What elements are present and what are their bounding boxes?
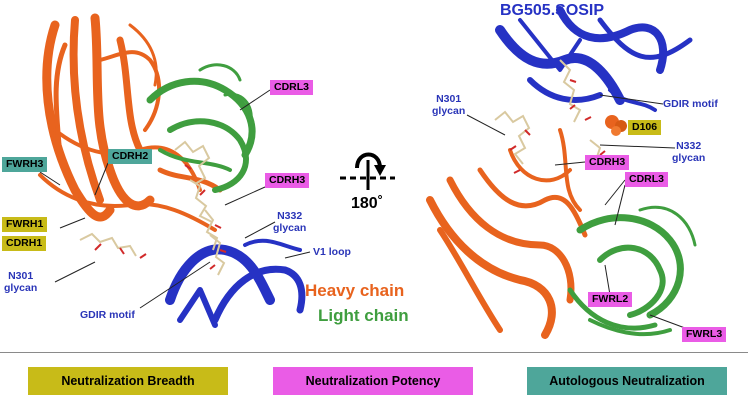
light-chain-label: Light chain [318,306,409,325]
left-light-chain-ribbon [146,63,256,193]
rotation-icon [340,152,395,190]
left-cdrl3-label: CDRL3 [270,80,314,95]
right-light-chain-ribbon [567,205,697,337]
legend-potency: Neutralization Potency [273,367,473,395]
right-cdrl3-label: CDRL3 [625,172,669,187]
left-cdrh2-label: CDRH2 [108,149,153,164]
left-cdrh3-label: CDRH3 [265,173,310,188]
legend-divider [0,352,748,353]
right-pointer-lines [466,94,686,329]
heavy-chain-label: Heavy chain [305,281,405,300]
right-n332-glycan-label: N332 glycan [672,140,706,164]
left-n332-glycan-label: N332 glycan [273,210,307,234]
left-v1-loop-label: V1 loop [313,246,351,258]
legend-autologous: Autologous Neutralization [527,367,727,395]
left-gdir-motif-label: GDIR motif [80,309,135,321]
right-env-ribbon [495,6,693,112]
right-heavy-chain-ribbon [426,128,588,339]
structure-figure [38,6,697,339]
left-cdrh1-label: CDRH1 [2,236,47,251]
left-fwrh1-label: FWRH1 [2,217,48,232]
left-glycan-sticks [79,140,227,276]
rotation-label: 180˚ [351,195,384,212]
legend-breadth: Neutralization Breadth [28,367,228,395]
right-fwrl3-label: FWRL3 [682,327,727,342]
right-cdrh3-label: CDRH3 [585,155,630,170]
d106-sphere [605,115,627,136]
right-d106-label: D106 [628,120,662,135]
right-gdir-motif-label: GDIR motif [663,98,718,110]
left-fwrh3-label: FWRH3 [2,157,48,172]
right-n301-glycan-label: N301 glycan [432,93,466,117]
left-env-ribbon [165,238,306,328]
left-n301-glycan-label: N301 glycan [4,270,38,294]
left-pointer-lines [39,89,311,309]
structure-title: BG505.SOSIP [500,2,605,19]
right-fwrl2-label: FWRL2 [588,292,633,307]
